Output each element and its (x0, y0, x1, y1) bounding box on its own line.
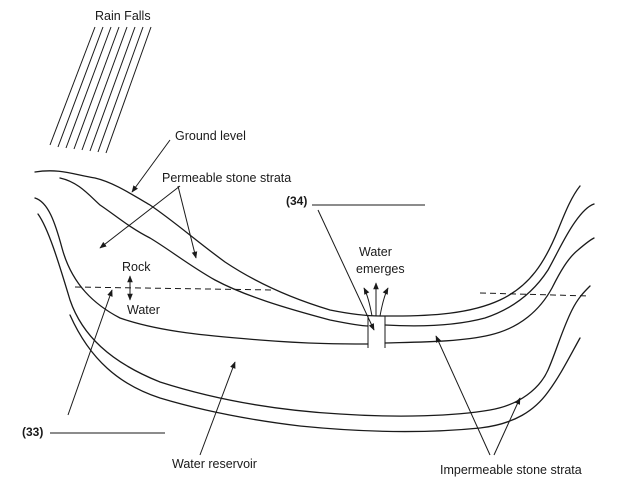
blank-33-pointer (67, 289, 113, 416)
water-table-dashed-right (479, 292, 591, 297)
water-table-dashed-left (74, 286, 276, 291)
water-label: Water (127, 303, 160, 317)
ground-level-label: Ground level (175, 129, 246, 143)
reservoir-lower-boundary (37, 213, 591, 417)
water-emerges-label-line2: emerges (356, 262, 405, 276)
blank-34-pointer (317, 209, 375, 331)
permeable-strata-lower-boundary-right (384, 203, 595, 327)
blank-34-label: (34) (286, 194, 307, 208)
permeable-strata-label: Permeable stone strata (162, 171, 291, 185)
rain-lines (49, 26, 152, 154)
rain-falls-label: Rain Falls (95, 9, 151, 23)
water-reservoir-pointer (199, 361, 236, 456)
rock-label: Rock (122, 260, 151, 274)
blank-33-label: (33) (22, 425, 43, 439)
water-reservoir-label: Water reservoir (172, 457, 257, 471)
impermeable-pointer-right (493, 397, 521, 456)
impermeable-strata-upper-boundary (34, 197, 369, 345)
permeable-pointer-left (99, 185, 181, 249)
water-emerges-label-line1: Water (359, 245, 392, 259)
ground-level-pointer (131, 139, 171, 193)
impermeable-strata-label: Impermeable stone strata (440, 463, 582, 477)
impermeable-strata-upper-boundary-right (384, 237, 595, 344)
water-emerges-arrows (363, 282, 389, 317)
impermeable-base-boundary (69, 314, 581, 433)
permeable-strata-lower-boundary (59, 177, 369, 327)
permeable-pointer-right (177, 185, 198, 259)
ground-level-surface (34, 170, 581, 317)
impermeable-pointer-left (435, 335, 491, 456)
